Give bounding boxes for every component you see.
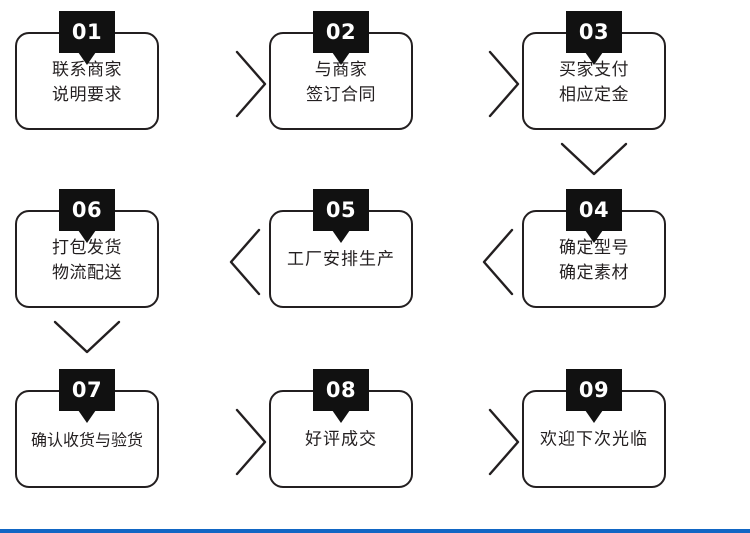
flow-step-07[interactable]: 07 确认收货与验货 bbox=[15, 369, 159, 488]
step-label-09: 欢迎下次光临 bbox=[540, 429, 648, 450]
connector-left-icon-04-05 bbox=[476, 226, 516, 298]
connector-right-icon-01-02 bbox=[233, 48, 273, 120]
connector-down-icon-03-04 bbox=[558, 140, 630, 182]
step-label-03: 买家支付 相应定金 bbox=[559, 60, 629, 105]
step-number-badge-07: 07 bbox=[59, 369, 115, 411]
connector-right-icon-02-03 bbox=[486, 48, 526, 120]
step-number-07: 07 bbox=[71, 378, 103, 402]
flow-step-03[interactable]: 03 买家支付 相应定金 bbox=[522, 11, 666, 130]
step-number-04: 04 bbox=[578, 198, 610, 222]
step-number-02: 02 bbox=[325, 20, 357, 44]
step-number-badge-04: 04 bbox=[566, 189, 622, 231]
flow-step-08[interactable]: 08 好评成交 bbox=[269, 369, 413, 488]
step-number-badge-08: 08 bbox=[313, 369, 369, 411]
step-label-01: 联系商家 说明要求 bbox=[52, 60, 122, 105]
step-label-02: 与商家 签订合同 bbox=[306, 60, 376, 105]
step-number-03: 03 bbox=[578, 20, 610, 44]
step-label-07: 确认收货与验货 bbox=[30, 430, 143, 450]
step-number-badge-01: 01 bbox=[59, 11, 115, 53]
flow-step-05[interactable]: 05 工厂安排生产 bbox=[269, 189, 413, 308]
bottom-accent-rule bbox=[0, 529, 750, 533]
step-number-badge-03: 03 bbox=[566, 11, 622, 53]
step-number-badge-02: 02 bbox=[313, 11, 369, 53]
step-label-08: 好评成交 bbox=[305, 429, 377, 450]
connector-right-icon-08-09 bbox=[486, 406, 526, 478]
flow-step-04[interactable]: 04 确定型号 确定素材 bbox=[522, 189, 666, 308]
flow-step-09[interactable]: 09 欢迎下次光临 bbox=[522, 369, 666, 488]
connector-right-icon-07-08 bbox=[233, 406, 273, 478]
flow-step-06[interactable]: 06 打包发货 物流配送 bbox=[15, 189, 159, 308]
step-number-08: 08 bbox=[325, 378, 357, 402]
flow-step-01[interactable]: 01 联系商家 说明要求 bbox=[15, 11, 159, 130]
connector-down-icon-06-07 bbox=[51, 318, 123, 360]
step-number-06: 06 bbox=[71, 198, 103, 222]
step-label-05: 工厂安排生产 bbox=[287, 249, 395, 270]
step-label-04: 确定型号 确定素材 bbox=[559, 238, 629, 283]
flow-step-02[interactable]: 02 与商家 签订合同 bbox=[269, 11, 413, 130]
step-number-badge-05: 05 bbox=[313, 189, 369, 231]
step-number-09: 09 bbox=[578, 378, 610, 402]
step-number-01: 01 bbox=[71, 20, 103, 44]
step-number-badge-09: 09 bbox=[566, 369, 622, 411]
connector-left-icon-05-06 bbox=[223, 226, 263, 298]
step-number-05: 05 bbox=[325, 198, 357, 222]
step-number-badge-06: 06 bbox=[59, 189, 115, 231]
step-label-06: 打包发货 物流配送 bbox=[52, 238, 122, 283]
